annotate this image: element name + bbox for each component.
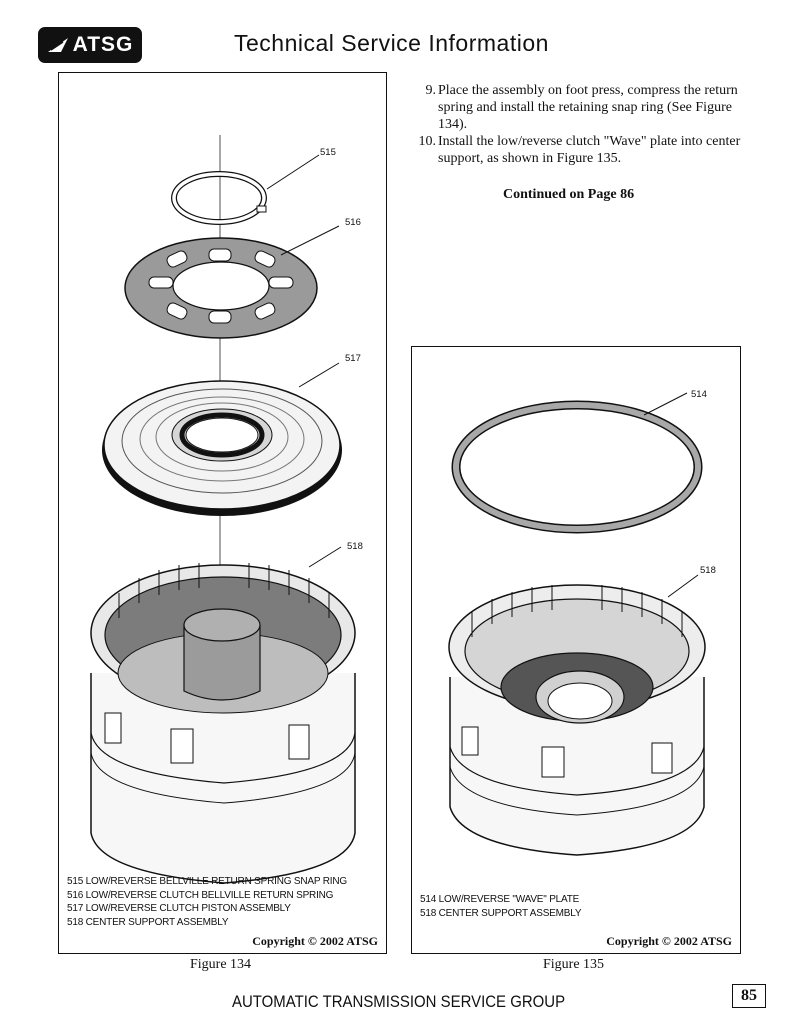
parts-legend: 515 LOW/REVERSE BELLVILLE RETURN SPRING … (67, 875, 347, 929)
callout-518: 518 (700, 565, 716, 576)
legend-item: 516 LOW/REVERSE CLUTCH BELLVILLE RETURN … (67, 889, 334, 901)
logo-text: ATSG (72, 33, 134, 56)
callout-518: 518 (347, 541, 363, 552)
step-text: Install the low/reverse clutch "Wave" pl… (438, 134, 741, 166)
callout-515: 515 (320, 147, 336, 158)
footer-text: AUTOMATIC TRANSMISSION SERVICE GROUP (232, 992, 566, 1011)
callout-514: 514 (691, 389, 707, 400)
step-number: 9. (425, 83, 437, 98)
piston-517 (102, 380, 342, 516)
atsg-logo: ATSG (38, 27, 142, 63)
page-number: 85 (732, 984, 770, 1012)
figure-caption-134: Figure 134 (190, 957, 252, 972)
callout-517: 517 (345, 353, 361, 364)
instruction-steps: 9. Place the assembly on foot press, com… (412, 82, 742, 167)
continued-note: Continued on Page 86 (503, 187, 635, 202)
legend-item: 518 CENTER SUPPORT ASSEMBLY (67, 916, 229, 928)
step-text: Place the assembly on foot press, compre… (438, 83, 738, 132)
legend-item: 518 CENTER SUPPORT ASSEMBLY (420, 907, 582, 919)
page-title: Technical Service Information (234, 30, 549, 56)
center-support-518 (90, 563, 356, 884)
legend-item: 514 LOW/REVERSE "WAVE" PLATE (420, 894, 580, 905)
legend-item: 517 LOW/REVERSE CLUTCH PISTON ASSEMBLY (67, 903, 291, 914)
snap-ring-515 (171, 171, 267, 225)
copyright: Copyright © 2002 ATSG (606, 934, 732, 948)
legend-item: 515 LOW/REVERSE BELLVILLE RETURN SPRING … (67, 876, 347, 887)
figure-caption-135: Figure 135 (543, 957, 605, 972)
bellville-spring-516 (124, 237, 318, 339)
callout-516: 516 (345, 217, 361, 228)
step-10: 10. Install the low/reverse clutch "Wave… (412, 133, 742, 167)
wave-plate-illustration: 514 518 (448, 389, 716, 856)
exploded-view-illustration: 515 516 (90, 135, 363, 884)
step-9: 9. Place the assembly on foot press, com… (412, 82, 742, 133)
parts-legend: 514 LOW/REVERSE "WAVE" PLATE 518 CENTER … (420, 893, 582, 920)
figure-135-panel: 514 518 514 LOW/REVERSE "WAV (411, 346, 741, 954)
copyright: Copyright © 2002 ATSG (252, 934, 378, 948)
center-support-518 (448, 584, 706, 856)
step-number: 10. (418, 134, 437, 149)
wave-plate-514 (451, 400, 703, 534)
wing-logo-icon (47, 38, 68, 52)
figure-134-panel: 515 516 (58, 72, 387, 954)
